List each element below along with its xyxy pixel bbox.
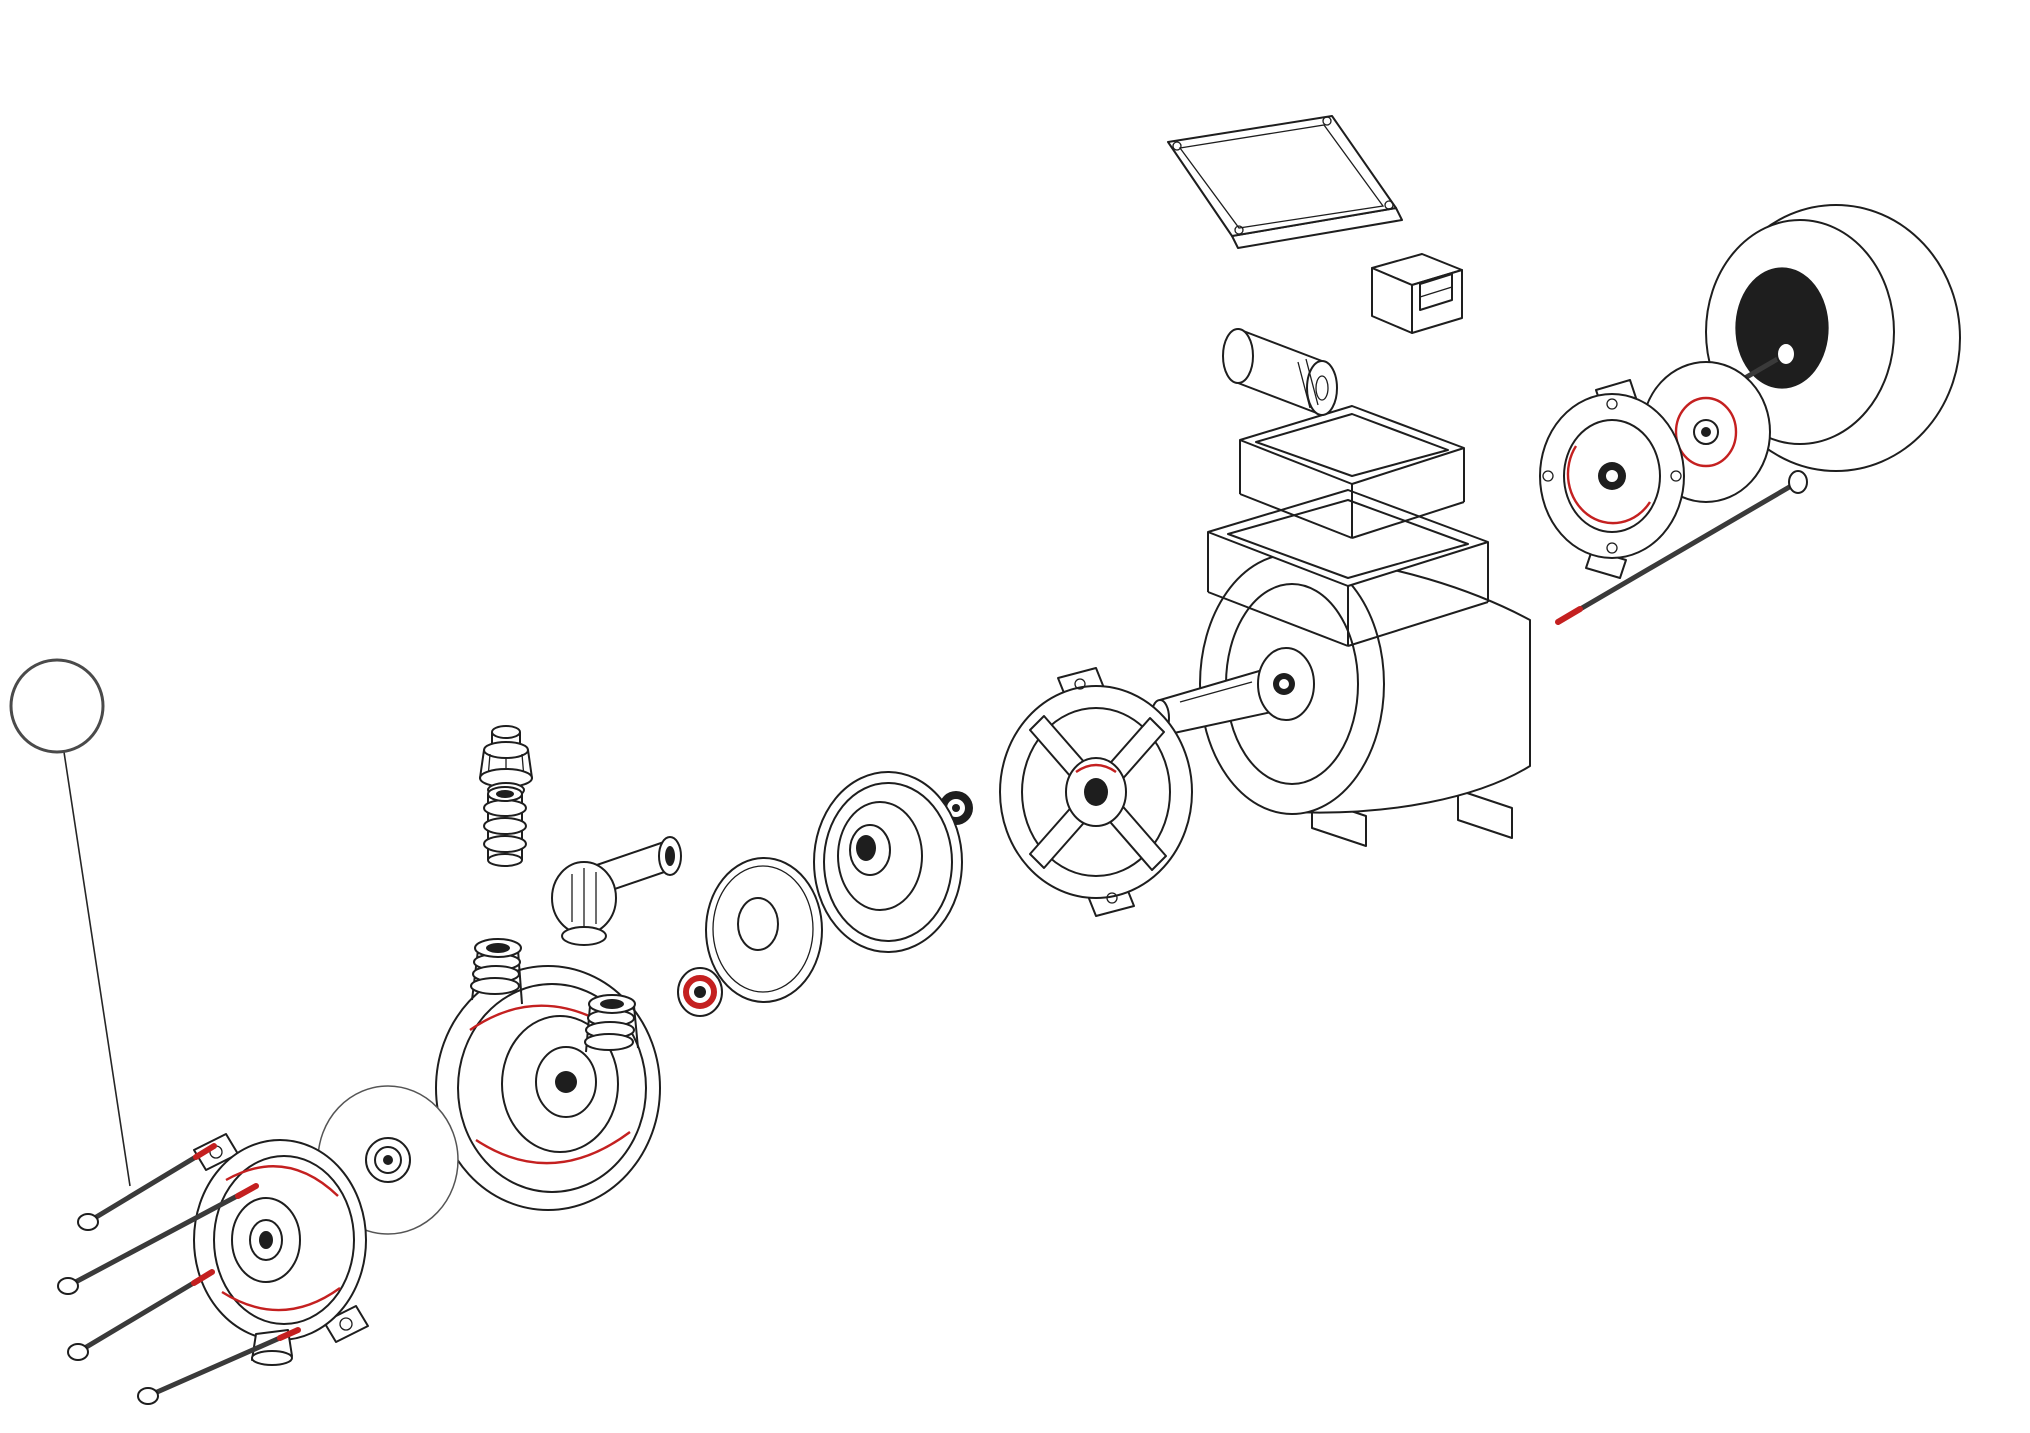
- switch-part: [1371, 253, 1463, 334]
- elbow-fitting-part: [551, 836, 682, 946]
- gasket-part: [705, 857, 823, 1003]
- leader-line-17: [63, 751, 131, 1187]
- balloon-17: [9, 658, 131, 1187]
- balloon-circle-17: [9, 658, 105, 754]
- bolt-parts: [57, 1143, 301, 1405]
- pump-body-part: [435, 938, 661, 1211]
- diffuser-part: [813, 771, 963, 953]
- terminal-box-part: [1207, 405, 1489, 647]
- rear-bracket-part: [1539, 379, 1685, 579]
- callout-balloons: [9, 658, 131, 1187]
- mechanical-seal-part: [677, 967, 723, 1017]
- capacitor-part: [1222, 328, 1338, 416]
- terminal-cover-part: [1167, 115, 1403, 249]
- motor-bracket-part: [999, 667, 1193, 917]
- barb-fitting-part: [483, 786, 527, 867]
- motor-part: [1150, 553, 1531, 847]
